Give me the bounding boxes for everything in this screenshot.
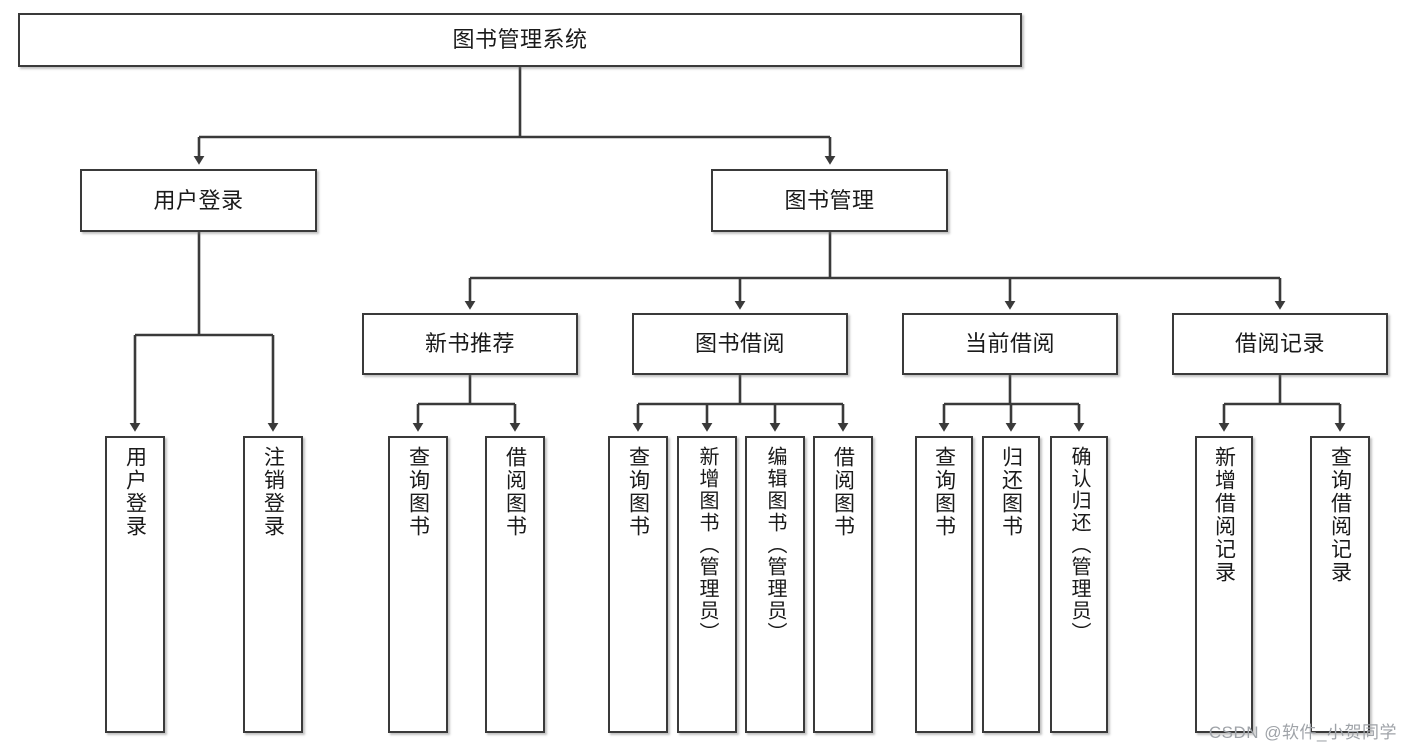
- node-leaf-add-book-admin[interactable]: 新增图书（管理员）: [677, 436, 737, 733]
- node-leaf-query-book-cur[interactable]: 查询图书: [915, 436, 973, 733]
- node-leaf-user-login-label: 用户登录: [123, 446, 147, 538]
- node-leaf-query-borrow-record-label: 查询借阅记录: [1328, 446, 1352, 584]
- node-leaf-logout-login[interactable]: 注销登录: [243, 436, 303, 733]
- node-book-manage-label: 图书管理: [784, 187, 875, 213]
- node-borrow-record-label: 借阅记录: [1234, 331, 1325, 357]
- node-leaf-borrow-book[interactable]: 借阅图书: [813, 436, 873, 733]
- node-leaf-query-borrow-record[interactable]: 查询借阅记录: [1310, 436, 1370, 733]
- node-borrow-record[interactable]: 借阅记录: [1172, 313, 1388, 375]
- node-user-login[interactable]: 用户登录: [80, 169, 317, 232]
- node-book-manage[interactable]: 图书管理: [711, 169, 948, 232]
- node-new-book-recommend-label: 新书推荐: [424, 331, 515, 357]
- node-leaf-query-book-rec-label: 查询图书: [406, 446, 430, 538]
- node-book-borrow-label: 图书借阅: [694, 331, 785, 357]
- node-root[interactable]: 图书管理系统: [18, 13, 1022, 67]
- node-user-login-label: 用户登录: [153, 187, 244, 213]
- node-leaf-edit-book-admin[interactable]: 编辑图书（管理员）: [745, 436, 805, 733]
- node-leaf-confirm-return-admin[interactable]: 确认归还（管理员）: [1050, 436, 1108, 733]
- node-current-borrow-label: 当前借阅: [964, 331, 1055, 357]
- node-leaf-logout-login-label: 注销登录: [261, 446, 285, 538]
- node-new-book-recommend[interactable]: 新书推荐: [362, 313, 578, 375]
- node-leaf-add-borrow-record-label: 新增借阅记录: [1212, 446, 1236, 584]
- node-leaf-add-borrow-record[interactable]: 新增借阅记录: [1195, 436, 1253, 733]
- node-current-borrow[interactable]: 当前借阅: [902, 313, 1118, 375]
- node-leaf-confirm-return-admin-label: 确认归还（管理员）: [1068, 446, 1090, 644]
- node-leaf-return-book[interactable]: 归还图书: [982, 436, 1040, 733]
- node-leaf-query-book-cur-label: 查询图书: [932, 446, 956, 538]
- node-leaf-query-book-borrow-label: 查询图书: [626, 446, 650, 538]
- node-leaf-borrow-book-rec-label: 借阅图书: [503, 446, 527, 538]
- node-leaf-edit-book-admin-label: 编辑图书（管理员）: [764, 446, 786, 644]
- node-root-label: 图书管理系统: [452, 27, 588, 53]
- node-leaf-query-book-borrow[interactable]: 查询图书: [608, 436, 668, 733]
- node-leaf-borrow-book-label: 借阅图书: [831, 446, 855, 538]
- node-leaf-add-book-admin-label: 新增图书（管理员）: [696, 446, 718, 644]
- node-leaf-return-book-label: 归还图书: [999, 446, 1023, 538]
- node-book-borrow[interactable]: 图书借阅: [632, 313, 848, 375]
- node-leaf-query-book-rec[interactable]: 查询图书: [388, 436, 448, 733]
- node-leaf-user-login[interactable]: 用户登录: [105, 436, 165, 733]
- node-leaf-borrow-book-rec[interactable]: 借阅图书: [485, 436, 545, 733]
